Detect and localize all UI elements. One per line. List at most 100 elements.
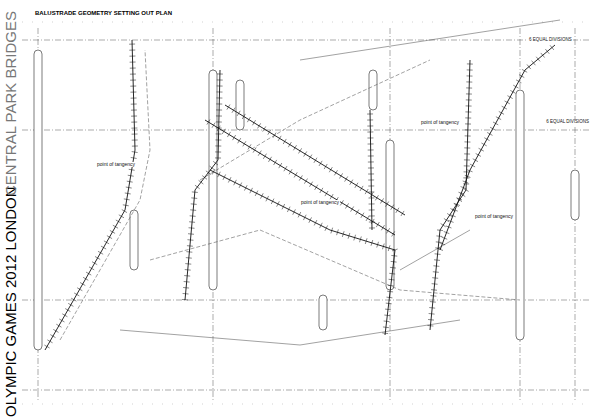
post-tick	[130, 80, 136, 81]
post-tick	[430, 301, 436, 303]
post-tick	[487, 132, 492, 135]
post-tick	[77, 288, 82, 291]
post-tick	[131, 104, 137, 105]
post-tick	[128, 175, 134, 177]
post-tick	[368, 197, 374, 198]
post-tick	[519, 75, 524, 78]
post-tick	[464, 165, 470, 166]
post-tick	[550, 45, 554, 50]
post-tick	[331, 228, 333, 234]
post-tick	[467, 75, 473, 76]
post-tick	[227, 105, 230, 110]
post-tick	[466, 99, 472, 100]
post-tick	[263, 126, 266, 131]
post-tick	[430, 295, 436, 297]
post-tick	[314, 158, 317, 163]
post-tick	[191, 203, 197, 205]
post-tick	[250, 188, 253, 193]
post-tick	[401, 211, 404, 216]
post-tick	[189, 227, 195, 229]
post-tick	[104, 241, 109, 244]
post-tick	[330, 194, 333, 199]
post-tick	[223, 174, 226, 179]
post-tick	[288, 142, 291, 147]
post-tick	[366, 216, 369, 221]
post-tick	[113, 225, 118, 228]
post-tick	[130, 92, 136, 93]
post-tick	[384, 315, 390, 317]
post-tick	[217, 73, 223, 74]
post-tick	[232, 108, 235, 113]
post-tick	[361, 213, 364, 218]
tangency-note: point of tangency	[96, 162, 136, 167]
post-tick	[243, 141, 246, 146]
post-tick	[334, 170, 337, 175]
post-tick	[244, 185, 247, 190]
post-tick	[345, 203, 348, 208]
post-tick	[222, 129, 225, 134]
post-tick	[441, 224, 446, 227]
post-tick	[467, 69, 473, 70]
post-tick	[464, 147, 470, 148]
post-tick	[369, 203, 375, 204]
tangency-note: point of tangency	[474, 214, 514, 219]
post-tick	[448, 220, 454, 222]
post-tick	[187, 245, 193, 247]
post-tick	[238, 138, 241, 143]
post-tick	[465, 117, 471, 118]
post-tick	[131, 127, 137, 128]
post-tick	[132, 145, 138, 146]
post-tick	[62, 314, 67, 317]
post-tick	[184, 275, 190, 277]
post-tick	[132, 139, 138, 140]
post-tick	[541, 53, 545, 58]
post-tick	[371, 219, 374, 224]
post-tick	[442, 237, 448, 239]
post-tick	[293, 145, 296, 150]
post-tick	[484, 138, 489, 141]
post-tick	[216, 109, 222, 110]
post-tick	[463, 181, 469, 183]
post-tick	[436, 241, 442, 243]
post-tick	[473, 159, 478, 162]
post-tick	[342, 231, 344, 237]
post-tick	[516, 80, 521, 83]
post-tick	[86, 272, 91, 275]
post-tick	[465, 123, 471, 124]
post-tick	[213, 161, 218, 165]
post-tick	[74, 293, 79, 296]
post-tick	[304, 179, 307, 184]
post-tick	[315, 185, 318, 190]
post-tick	[368, 143, 374, 144]
post-tick	[456, 198, 462, 200]
post-tick	[513, 85, 518, 88]
post-tick	[298, 212, 301, 217]
post-tick	[367, 119, 373, 120]
post-tick	[92, 262, 97, 265]
post-tick	[325, 191, 328, 196]
post-tick	[387, 291, 393, 293]
post-tick	[370, 192, 373, 197]
post-tick	[464, 141, 470, 142]
post-tick	[444, 232, 450, 234]
grid-lines	[22, 28, 590, 400]
post-tick	[253, 147, 256, 152]
post-tick	[119, 215, 124, 218]
post-tick	[252, 120, 255, 125]
post-tick	[187, 239, 193, 241]
post-tick	[391, 261, 397, 263]
post-tick	[188, 233, 194, 235]
project-subtitle: CENTRAL PARK BRIDGES	[3, 11, 18, 196]
post-tick	[215, 145, 221, 146]
post-tick	[464, 171, 470, 172]
post-tick	[98, 251, 103, 254]
post-tick	[217, 79, 223, 80]
post-tick	[376, 222, 379, 227]
post-tick	[388, 285, 394, 287]
post-tick	[461, 187, 467, 189]
post-tick	[437, 229, 443, 231]
division-note: 6 EQUAL DIVISIONS	[545, 120, 590, 125]
post-tick	[367, 125, 373, 126]
post-tick	[368, 161, 374, 162]
post-tick	[131, 110, 137, 111]
